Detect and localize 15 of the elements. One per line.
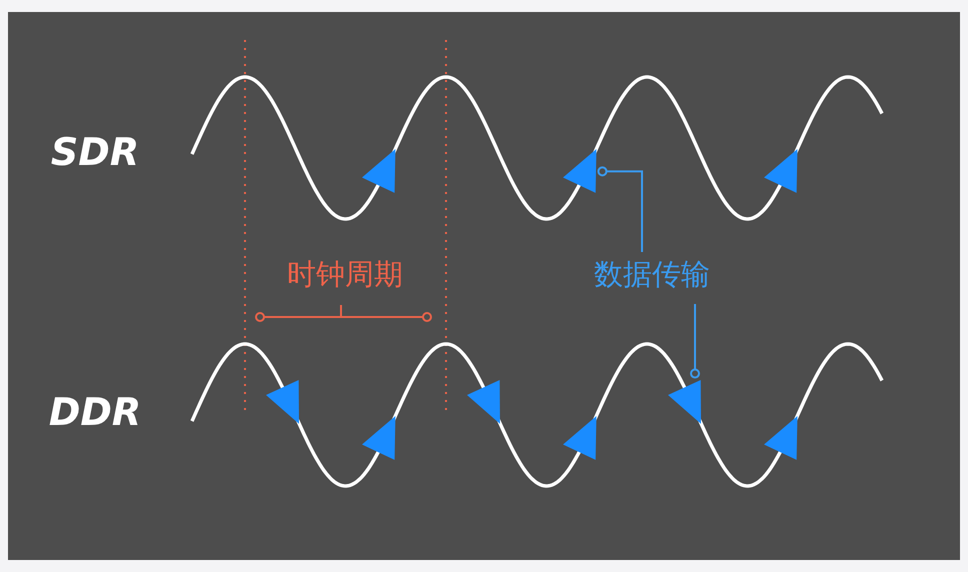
leader-line [690, 304, 700, 379]
signal-label: SDR [50, 130, 140, 174]
period-label: 时钟周期 [286, 256, 404, 293]
triangle-marker [362, 416, 396, 460]
triangle-marker [266, 380, 300, 424]
triangle-marker [563, 416, 596, 460]
annotation-label: 数据传输 [577, 254, 727, 296]
triangle-marker [563, 149, 596, 194]
signal-label: DDR [48, 390, 142, 434]
triangle-marker [467, 380, 500, 424]
leader-line [597, 166, 643, 252]
triangle-marker [764, 149, 798, 194]
triangle-marker [764, 416, 798, 460]
triangle-marker [362, 149, 396, 194]
triangle-marker [668, 380, 702, 424]
